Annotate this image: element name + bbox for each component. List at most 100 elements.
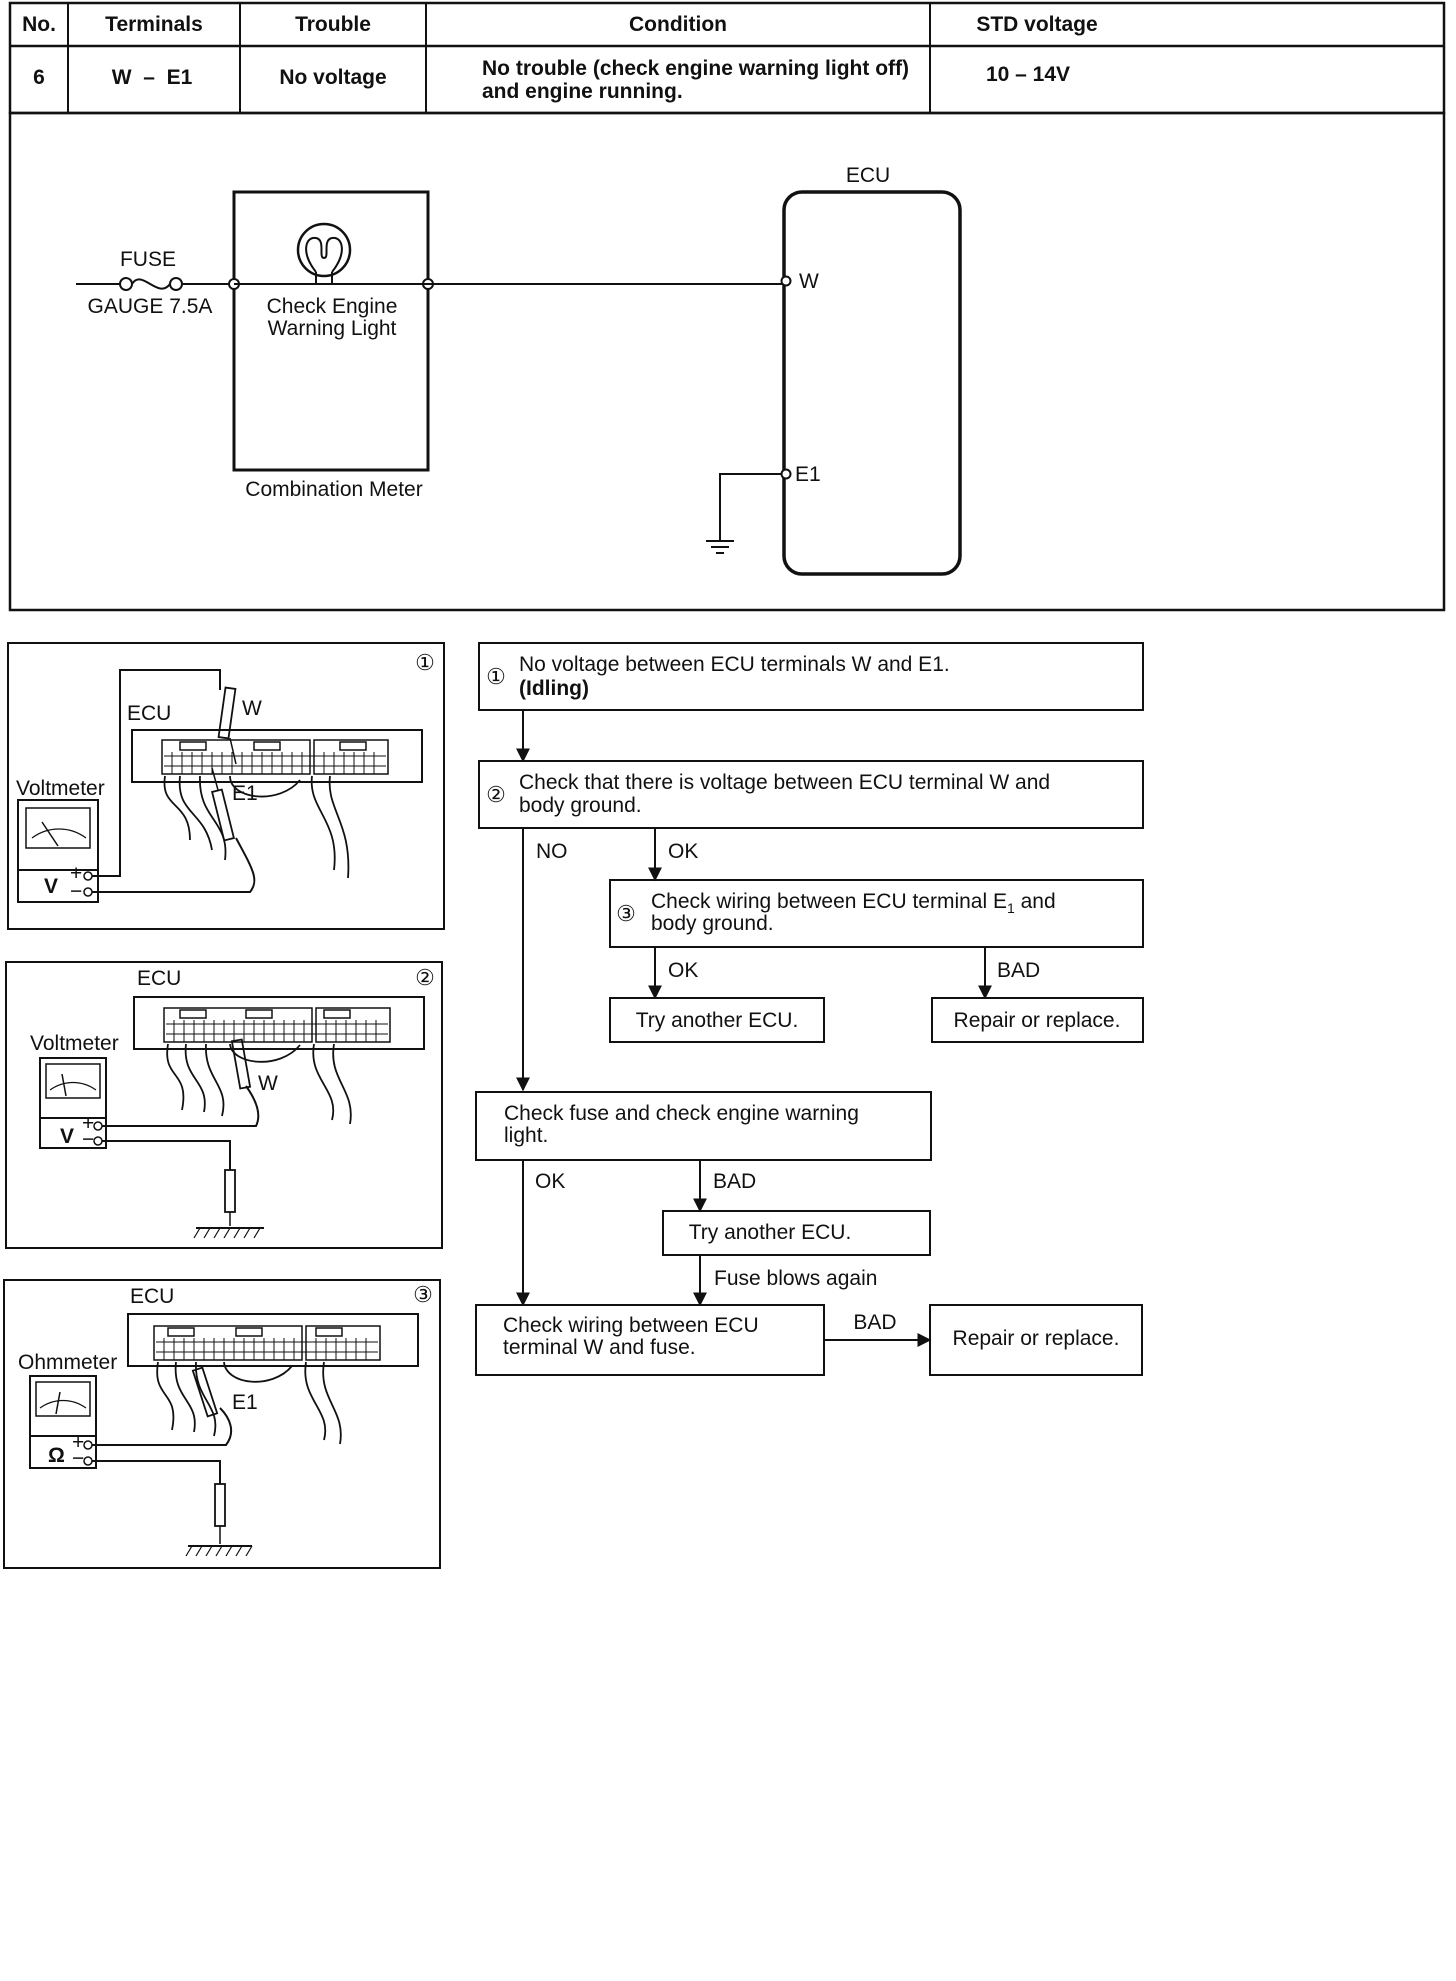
illustration-2-meter-label: Voltmeter — [30, 1032, 119, 1055]
flow-try-ecu-2 — [662, 1210, 931, 1256]
ground-icon — [706, 540, 734, 554]
troubleshooting-flowchart: ① No voltage between ECU terminals W and… — [475, 642, 1144, 1376]
flow-label-bad-2: BAD — [713, 1170, 756, 1193]
voltmeter-icon — [17, 799, 99, 903]
cell-terminals: W – E1 — [112, 66, 193, 89]
flow-label-fuse-blows: Fuse blows again — [714, 1267, 877, 1290]
illustration-1-probe-w: W — [242, 697, 262, 720]
illustration-2-probe-w: W — [258, 1072, 278, 1095]
flow-step-3-line2: body ground. — [651, 912, 774, 935]
flow-step-2-line2: body ground. — [519, 794, 642, 817]
svg-text:+: + — [70, 862, 82, 885]
test-lead-positive — [102, 1085, 260, 1127]
ground-probe-icon — [185, 1483, 253, 1557]
flow-label-bad-3: BAD — [853, 1311, 896, 1334]
voltmeter-icon — [39, 1057, 107, 1149]
cell-std-voltage: 10 – 14V — [986, 63, 1070, 86]
cell-condition-line1: No trouble (check engine warning light o… — [482, 57, 909, 80]
flow-repair-1 — [931, 997, 1144, 1043]
cell-condition-line2: and engine running. — [482, 80, 683, 103]
wire-harness — [163, 775, 350, 879]
flow-try-ecu-1 — [609, 997, 825, 1043]
meter-label: Combination Meter — [245, 478, 422, 501]
ecu-connector — [133, 996, 425, 1050]
illustration-1: ① ECU Voltmeter V + − — [7, 642, 445, 930]
flow-step-1-number: ① — [486, 664, 506, 689]
flow-repair-2 — [929, 1304, 1143, 1376]
flow-step-2 — [478, 760, 1144, 829]
terminal-w-label: W — [799, 270, 819, 293]
probe-icon — [230, 1038, 252, 1090]
flow-check-fuse-line2: light. — [504, 1124, 548, 1147]
illustration-3: ③ ECU Ohmmeter Ω + − E1 — [3, 1279, 441, 1569]
illustration-2-number: ② — [415, 965, 435, 990]
flow-check-fuse-line1: Check fuse and check engine warning — [504, 1102, 859, 1125]
svg-text:−: − — [82, 1128, 94, 1151]
header-trouble: Trouble — [295, 13, 371, 36]
flow-repair-1-text: Repair or replace. — [954, 1009, 1121, 1032]
illustration-1-number: ① — [415, 650, 435, 675]
fuse-label: FUSE — [120, 248, 176, 271]
illustration-1-ecu-label: ECU — [127, 702, 171, 725]
flow-step-3 — [609, 879, 1144, 948]
illustration-3-probe-e1: E1 — [232, 1391, 258, 1414]
header-condition: Condition — [629, 13, 727, 36]
flow-label-ok-2: OK — [668, 959, 698, 982]
illustration-2: ② ECU Voltmeter V + − W — [5, 961, 443, 1249]
header-std-voltage: STD voltage — [976, 13, 1097, 36]
flow-label-ok-1: OK — [668, 840, 698, 863]
illustration-3-meter-label: Ohmmeter — [18, 1351, 117, 1374]
flow-repair-2-text: Repair or replace. — [953, 1327, 1120, 1350]
flow-step-3-line1: Check wiring between ECU terminal E1 and — [651, 890, 1056, 916]
svg-text:−: − — [72, 1447, 84, 1470]
test-lead-positive — [92, 1407, 233, 1446]
flow-label-no: NO — [536, 840, 568, 863]
light-label-line1: Check Engine — [267, 295, 398, 318]
light-label-line2: Warning Light — [268, 317, 397, 340]
ecu-connector — [131, 729, 423, 783]
cell-trouble: No voltage — [279, 66, 386, 89]
flow-step-2-line1: Check that there is voltage between ECU … — [519, 771, 1050, 794]
wire-harness — [156, 1361, 342, 1445]
flow-check-fuse — [475, 1091, 932, 1161]
flow-check-wiring-line1: Check wiring between ECU — [503, 1314, 759, 1337]
flow-label-ok-3: OK — [535, 1170, 565, 1193]
illustration-1-meter-symbol: V — [44, 875, 58, 898]
illustration-3-number: ③ — [413, 1282, 433, 1307]
illustration-2-ecu-label: ECU — [137, 967, 181, 990]
probe-icon — [211, 767, 235, 842]
test-lead-negative — [102, 1140, 231, 1170]
illustration-1-meter-label: Voltmeter — [16, 777, 105, 800]
flow-try-ecu-2-text: Try another ECU. — [689, 1221, 852, 1244]
flow-step-1-line1: No voltage between ECU terminals W and E… — [519, 653, 950, 676]
fuse-rating: GAUGE 7.5A — [88, 295, 213, 318]
probe-icon — [217, 686, 237, 765]
header-terminals: Terminals — [105, 13, 203, 36]
flow-label-bad-1: BAD — [997, 959, 1040, 982]
ecu-connector — [127, 1313, 419, 1367]
test-lead-negative — [92, 837, 256, 893]
ecu-box — [782, 190, 962, 576]
test-lead-positive — [92, 669, 221, 877]
terminal-e1-label: E1 — [795, 463, 821, 486]
svg-text:+: + — [82, 1112, 94, 1135]
flow-check-wiring-line2: terminal W and fuse. — [503, 1336, 696, 1359]
flow-step-2-number: ② — [486, 782, 506, 807]
flow-step-1-line2: (Idling) — [519, 677, 589, 700]
illustration-3-meter-symbol: Ω — [48, 1444, 65, 1467]
bulb-icon — [296, 222, 352, 285]
svg-text:−: − — [70, 880, 82, 903]
probe-icon — [191, 1366, 219, 1418]
ecu-label: ECU — [846, 164, 890, 187]
wire-harness — [166, 1043, 352, 1125]
spec-table: No. Terminals Trouble Condition STD volt… — [8, 1, 1446, 115]
illustration-1-probe-e1: E1 — [232, 782, 258, 805]
flow-step-3-number: ③ — [616, 901, 636, 926]
flow-try-ecu-1-text: Try another ECU. — [636, 1009, 799, 1032]
ground-probe-icon — [193, 1169, 264, 1239]
header-no: No. — [22, 13, 56, 36]
test-lead-negative — [92, 1460, 221, 1484]
circuit-diagram: FUSE GAUGE 7.5A Check Engine Warning Lig… — [8, 111, 1446, 612]
flow-step-1 — [478, 642, 1144, 711]
